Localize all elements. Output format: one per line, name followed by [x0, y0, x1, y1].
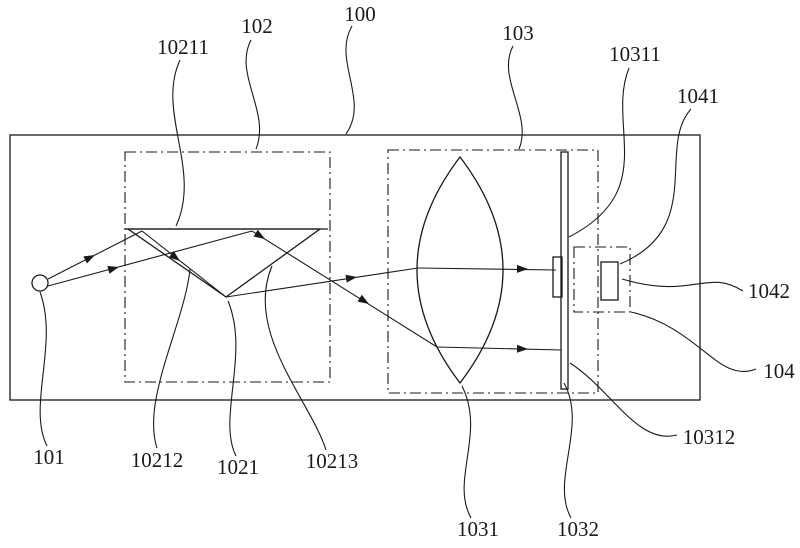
leader-line-1032	[563, 382, 573, 519]
label-1041: 1041	[677, 84, 719, 108]
label-10211: 10211	[157, 35, 209, 59]
label-10311: 10311	[609, 42, 661, 66]
leader-line-1021	[227, 300, 237, 457]
label-104: 104	[763, 359, 795, 383]
detector-plate	[560, 151, 569, 390]
leader-lines	[39, 25, 757, 519]
component-block	[600, 261, 619, 301]
component-boundary	[573, 246, 631, 313]
light-source	[31, 274, 49, 292]
housing-outline	[9, 134, 701, 401]
lens-module-boundary	[387, 149, 599, 394]
ray-arrow	[107, 265, 119, 274]
prism-module-boundary	[124, 151, 331, 383]
leader-line-10213	[264, 265, 327, 451]
leader-line-1031	[461, 385, 472, 519]
ray-lens-to-plate-upper	[417, 267, 557, 271]
ray-arrow	[357, 294, 369, 304]
ray-apex-to-lens	[225, 267, 419, 298]
label-1042: 1042	[748, 279, 790, 303]
ray-arrow	[516, 264, 528, 273]
leader-line-102	[245, 39, 261, 150]
label-1021: 1021	[217, 455, 259, 479]
leader-line-103	[507, 45, 523, 150]
label-101: 101	[33, 445, 65, 469]
ray-source-to-mirror-lower	[47, 230, 253, 287]
label-100: 100	[344, 2, 376, 26]
ray-arrow	[253, 229, 265, 239]
lens	[416, 155, 504, 385]
label-102: 102	[241, 14, 273, 38]
prism	[125, 228, 323, 298]
leader-line-104	[630, 311, 757, 372]
reference-labels: 100 102 10211 103 10311 1041 1042 104 10…	[33, 2, 795, 541]
leader-line-100	[345, 25, 355, 135]
leader-line-101	[39, 291, 48, 447]
ray-arrow	[168, 251, 180, 261]
leader-line-10212	[152, 268, 191, 449]
label-10312: 10312	[683, 425, 736, 449]
label-1031: 1031	[457, 517, 499, 541]
leader-line-1042	[621, 278, 744, 292]
label-103: 103	[502, 21, 534, 45]
leader-line-10211	[172, 59, 185, 227]
leader-line-10312	[569, 362, 678, 437]
ray-reflected-to-apex	[141, 230, 227, 298]
ray-reflected-to-lens-bottom	[251, 230, 438, 348]
leader-line-1041	[619, 108, 692, 265]
label-10212: 10212	[131, 448, 184, 472]
ray-arrow	[516, 344, 528, 353]
ray-lens-to-plate-lower	[436, 346, 562, 351]
sensor-chip	[552, 256, 563, 298]
label-10213: 10213	[306, 449, 359, 473]
ray-arrow	[83, 255, 95, 264]
light-rays	[47, 229, 562, 353]
leader-line-10311	[568, 67, 630, 238]
label-1032: 1032	[557, 517, 599, 541]
ray-arrow	[345, 274, 357, 283]
